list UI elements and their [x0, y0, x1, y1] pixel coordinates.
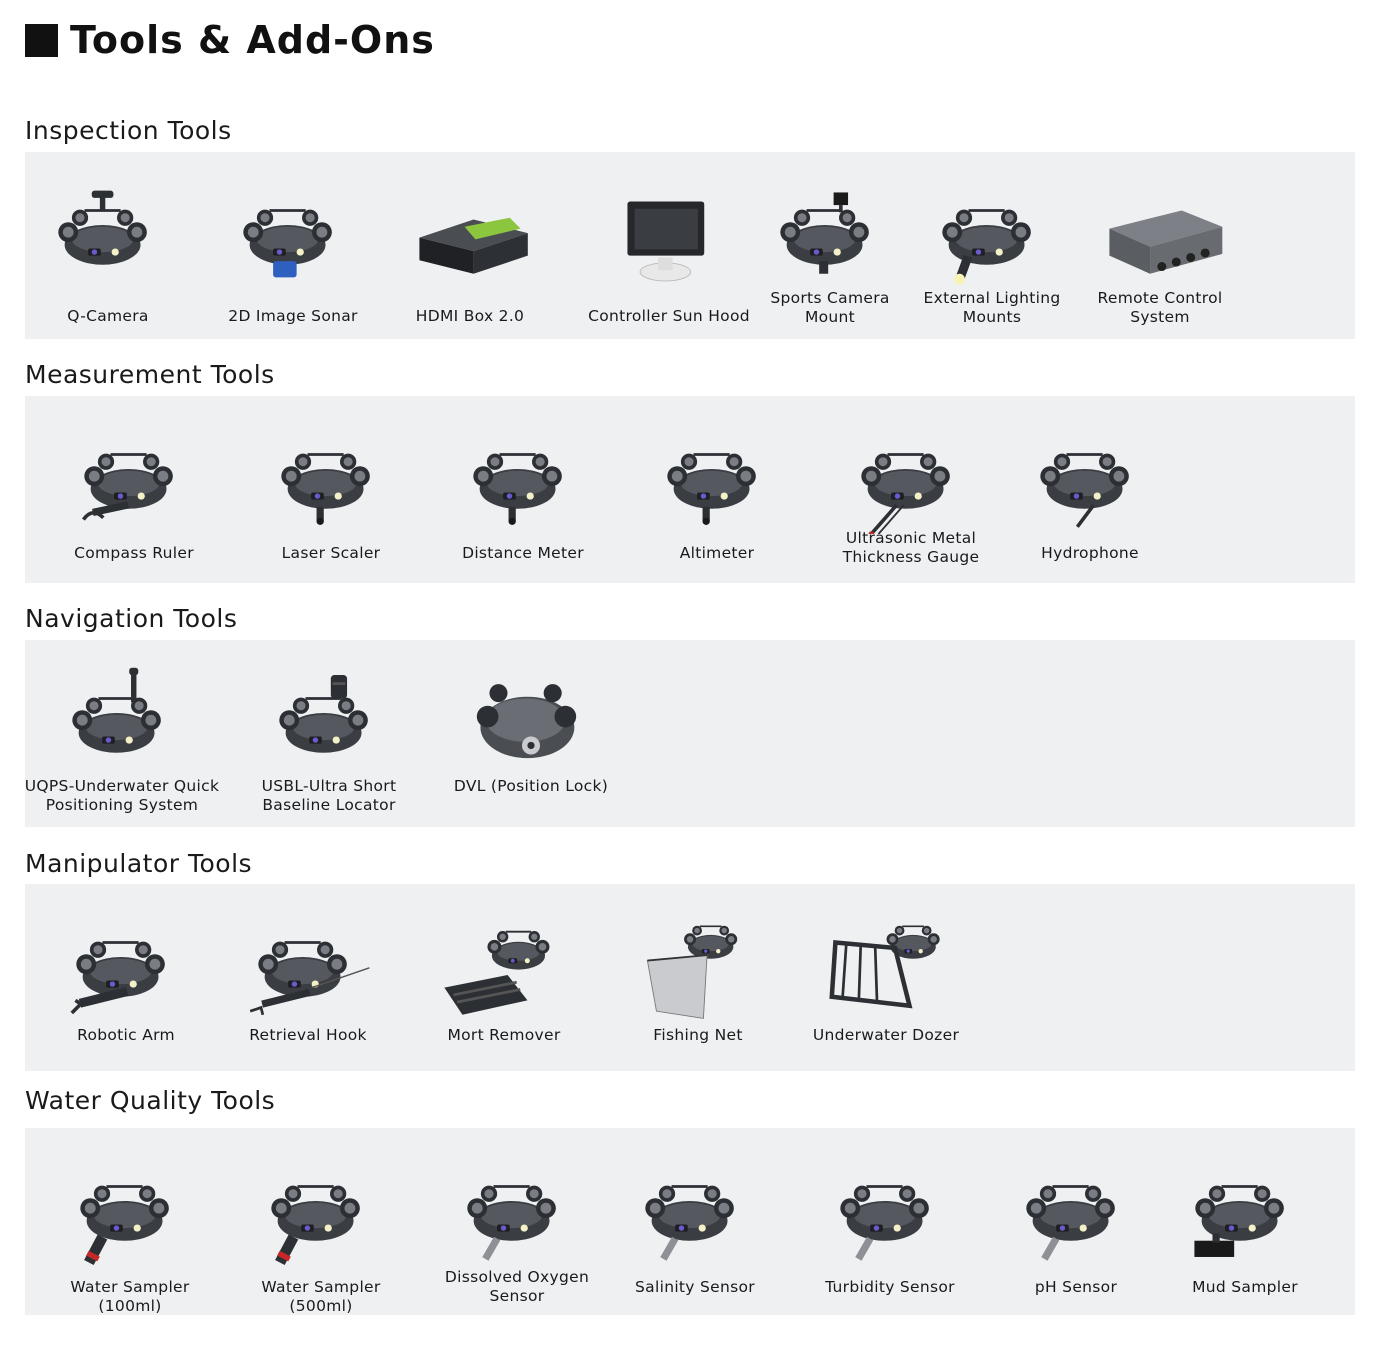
tool-item[interactable]: UQPS-Underwater Quick Positioning System [25, 640, 219, 827]
tool-label: Retrieval Hook [249, 1026, 367, 1044]
tool-item[interactable]: Dissolved Oxygen Sensor [427, 1128, 607, 1315]
tool-label: Q-Camera [67, 307, 149, 325]
tool-panel: Q-Camera 2D Image Sonar HDMI Box 2.0 Con… [25, 152, 1355, 339]
tool-item[interactable]: Laser Scaler [241, 396, 421, 583]
tool-item[interactable]: Mud Sampler [1155, 1128, 1335, 1315]
tool-label: Controller Sun Hood [588, 307, 750, 325]
tool-panel: UQPS-Underwater Quick Positioning System… [25, 640, 1355, 827]
page-title: Tools & Add-Ons [25, 18, 435, 62]
tool-label: Ultrasonic Metal Thickness Gauge [842, 529, 980, 566]
tool-item[interactable]: USBL-Ultra Short Baseline Locator [239, 640, 419, 827]
tool-label: Mort Remover [447, 1026, 561, 1044]
title-square-icon [25, 23, 58, 57]
tool-item[interactable]: Altimeter [627, 396, 807, 583]
tool-label: Sports Camera Mount [770, 289, 890, 326]
tool-item[interactable]: HDMI Box 2.0 [380, 152, 560, 339]
tool-item[interactable]: Remote Control System [1070, 152, 1250, 339]
tool-item[interactable]: External Lighting Mounts [902, 152, 1082, 339]
tool-item[interactable]: Hydrophone [1000, 396, 1180, 583]
tool-item[interactable]: pH Sensor [986, 1128, 1166, 1315]
tool-label: UQPS-Underwater Quick Positioning System [24, 777, 220, 814]
tool-label: Salinity Sensor [635, 1278, 755, 1296]
tool-label: Mud Sampler [1192, 1278, 1298, 1296]
section-heading: Measurement Tools [25, 360, 275, 389]
tool-label: Compass Ruler [74, 544, 194, 562]
tool-label: USBL-Ultra Short Baseline Locator [261, 777, 397, 814]
tool-item[interactable]: Underwater Dozer [796, 884, 976, 1071]
tool-item[interactable]: Retrieval Hook [218, 884, 398, 1071]
tool-label: External Lighting Mounts [923, 289, 1061, 326]
tool-item[interactable]: Mort Remover [414, 884, 594, 1071]
section-heading: Navigation Tools [25, 604, 238, 633]
tool-label: pH Sensor [1034, 1278, 1118, 1296]
tool-label: DVL (Position Lock) [453, 777, 609, 795]
tool-label: Hydrophone [1041, 544, 1139, 562]
tool-label: Water Sampler (100ml) [70, 1278, 190, 1315]
tool-label: Robotic Arm [77, 1026, 175, 1044]
tool-item[interactable]: Water Sampler (500ml) [231, 1128, 411, 1315]
tool-item[interactable]: Turbidity Sensor [800, 1128, 980, 1315]
section-heading: Water Quality Tools [25, 1086, 276, 1115]
tool-label: Fishing Net [653, 1026, 743, 1044]
page-title-text: Tools & Add-Ons [70, 18, 435, 62]
tool-label: HDMI Box 2.0 [415, 307, 525, 325]
tool-label: Distance Meter [462, 544, 584, 562]
tool-label: Altimeter [679, 544, 755, 562]
section-heading: Inspection Tools [25, 116, 232, 145]
tool-item[interactable]: Fishing Net [608, 884, 788, 1071]
tool-item[interactable]: Q-Camera [18, 152, 198, 339]
section-heading: Manipulator Tools [25, 849, 253, 878]
tool-item[interactable]: Robotic Arm [36, 884, 216, 1071]
tool-panel: Water Sampler (100ml) Water Sampler (500… [25, 1128, 1355, 1315]
tool-item[interactable]: Distance Meter [433, 396, 613, 583]
tool-item[interactable]: 2D Image Sonar [203, 152, 383, 339]
tool-item[interactable]: Controller Sun Hood [579, 152, 759, 339]
tool-label: Turbidity Sensor [825, 1278, 955, 1296]
tool-item[interactable]: Compass Ruler [44, 396, 224, 583]
tool-label: Remote Control System [1097, 289, 1223, 326]
tool-item[interactable]: DVL (Position Lock) [441, 640, 621, 827]
tool-label: Laser Scaler [281, 544, 381, 562]
tool-item[interactable]: Salinity Sensor [605, 1128, 785, 1315]
tool-panel: Compass Ruler Laser Scaler Distance Mete… [25, 396, 1355, 583]
tool-label: 2D Image Sonar [228, 307, 358, 325]
tool-item[interactable]: Sports Camera Mount [740, 152, 920, 339]
tool-label: Water Sampler (500ml) [261, 1278, 381, 1315]
tool-panel: Robotic Arm Retrieval Hook Mort Remover [25, 884, 1355, 1071]
tool-item[interactable]: Ultrasonic Metal Thickness Gauge [821, 396, 1001, 583]
tool-label: Underwater Dozer [812, 1026, 960, 1044]
tool-item[interactable]: Water Sampler (100ml) [40, 1128, 220, 1315]
tool-label: Dissolved Oxygen Sensor [444, 1268, 590, 1305]
